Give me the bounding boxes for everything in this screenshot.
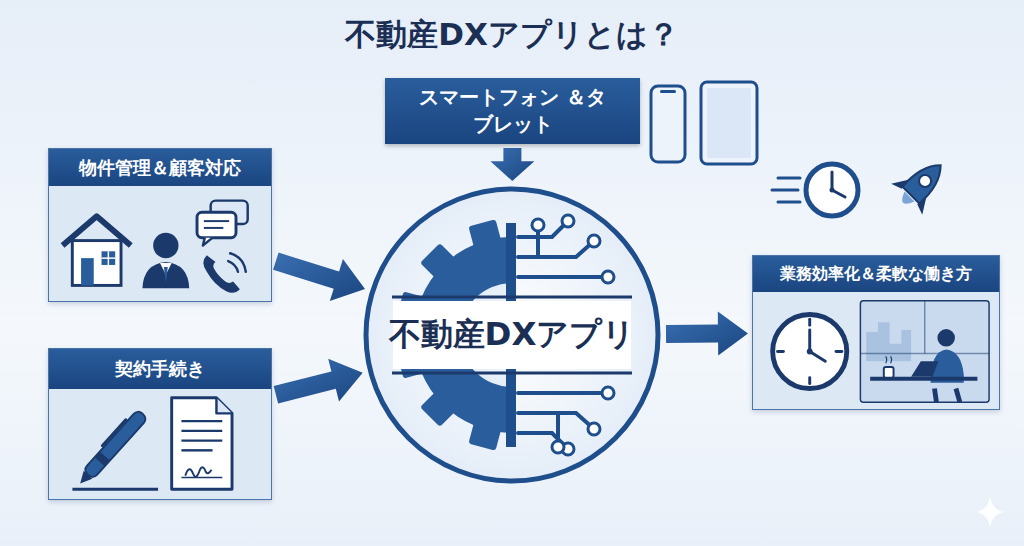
core-label: 不動産DXアプリ (362, 313, 662, 357)
feature-panel: 契約手続き (48, 348, 272, 500)
flow-arrow (274, 359, 363, 404)
panel-illustration (753, 293, 999, 409)
feature-panel: 物件管理＆顧客対応 (48, 148, 272, 302)
feature-panel: 業務効率化＆柔軟な働き方 (752, 255, 1000, 410)
flow-arrow (490, 148, 534, 181)
panel-heading: 物件管理＆顧客対応 (49, 149, 271, 186)
panel-illustration (49, 390, 271, 499)
contract-illustration (49, 390, 271, 499)
core-circle: 不動産DXアプリ (362, 185, 662, 485)
panel-heading: 契約手続き (49, 349, 271, 389)
property-customer-illustration (49, 187, 271, 301)
flow-arrow (666, 312, 748, 356)
efficiency-work-illustration (753, 293, 999, 409)
device-banner: スマートフォン ＆タブレット (385, 78, 640, 144)
diagram-title: 不動産DXアプリとは？ (0, 14, 1024, 56)
panel-heading: 業務効率化＆柔軟な働き方 (753, 256, 999, 292)
banner-label: スマートフォン ＆タブレット (418, 84, 608, 138)
panel-illustration (49, 187, 271, 301)
flow-arrow (273, 253, 365, 302)
